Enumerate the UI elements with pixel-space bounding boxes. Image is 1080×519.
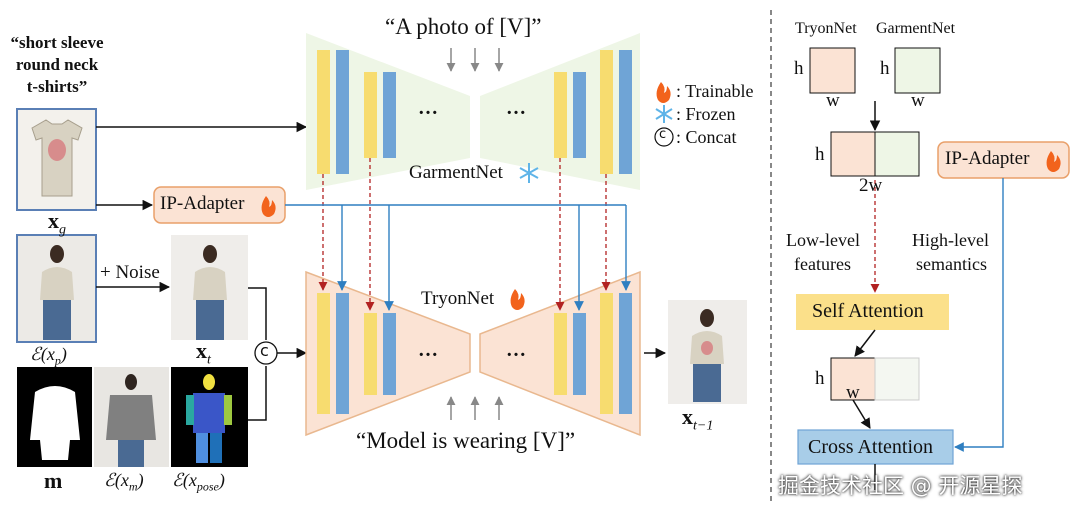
top-prompt: “A photo of [V]”	[385, 14, 542, 39]
two-w-label: 2w	[859, 175, 883, 196]
h-label-4: h	[815, 368, 825, 389]
xg-label: xg	[48, 208, 66, 238]
arrow-to-cross-attn	[852, 399, 871, 429]
ip-adapter-arrows	[285, 204, 631, 311]
mask-shape	[30, 386, 80, 460]
m-label: m	[44, 468, 63, 493]
person-icon	[690, 309, 724, 402]
low-level-line1: Low-level	[786, 230, 860, 250]
garmentnet-blocks	[317, 50, 632, 174]
low-level-line2: features	[794, 254, 851, 274]
densepose-icon	[186, 374, 232, 463]
h-label-1: h	[794, 58, 804, 79]
high-level-line2: semantics	[916, 254, 987, 274]
concat-legend-icon	[654, 127, 674, 147]
fire-icon	[1046, 151, 1061, 172]
split-feature-left	[830, 357, 876, 401]
w-label-3: w	[846, 382, 860, 403]
garmentnet-ellipsis-left: …	[418, 97, 438, 119]
person-icon	[40, 245, 74, 340]
output-label: xt−1	[682, 404, 714, 434]
w-label-2: w	[911, 90, 925, 111]
line-xt-to-concat	[248, 287, 267, 340]
concat-feature-right	[874, 131, 920, 177]
cross-attention-label: Cross Attention	[808, 436, 934, 458]
garment-caption-line2: round neck	[15, 55, 99, 74]
tryonnet-ellipsis-left: …	[418, 339, 438, 361]
self-attention-box	[796, 294, 949, 330]
garmentnet-feature-box	[894, 47, 941, 94]
ip-adapter-label: IP-Adapter	[160, 193, 245, 214]
self-attention-label: Self Attention	[812, 300, 924, 322]
legend-trainable: : Trainable	[676, 81, 754, 101]
right-tryonnet-title: TryonNet	[795, 20, 857, 37]
legend-concat-symbol: c	[659, 127, 667, 142]
garmentnet-label: GarmentNet	[409, 162, 503, 183]
garment-caption-line1: “short sleeve	[10, 33, 104, 52]
xt-label: xt	[196, 338, 211, 368]
w-label-1: w	[826, 90, 840, 111]
high-level-arrow	[954, 178, 1004, 452]
right-garmentnet-title: GarmentNet	[876, 20, 956, 37]
cross-attention-box	[797, 429, 954, 465]
fire-icon	[261, 196, 276, 217]
watermark: 掘金技术社区 @ 开源星探	[778, 474, 1023, 498]
concat-feature-left	[830, 131, 876, 177]
h-label-3: h	[815, 144, 825, 165]
fire-icon	[656, 82, 671, 103]
tshirt-icon	[31, 119, 83, 197]
tryonnet-label: TryonNet	[421, 288, 495, 309]
expose-label: ℰ(xpose)	[172, 470, 225, 494]
exm-label: ℰ(xm)	[104, 470, 144, 494]
snowflake-icon	[655, 105, 673, 123]
line-cond-to-concat	[248, 366, 267, 421]
tryonnet-ellipsis-right: …	[506, 339, 526, 361]
exp-label: ℰ(xp)	[30, 344, 67, 368]
tryonnet-blocks	[317, 293, 632, 414]
right-ip-adapter-label: IP-Adapter	[945, 148, 1030, 169]
person-icon	[193, 245, 227, 340]
legend-concat: : Concat	[676, 127, 737, 147]
garmentnet-ellipsis-right: …	[506, 97, 526, 119]
split-feature-right	[874, 357, 920, 401]
legend-frozen: : Frozen	[676, 104, 736, 124]
tryonnet-feature-box	[809, 47, 856, 94]
agnostic-person-icon	[106, 374, 156, 467]
concat-symbol: c	[260, 341, 269, 360]
high-level-line1: High-level	[912, 230, 989, 250]
h-label-2: h	[880, 58, 890, 79]
garment-caption-line3: t-shirts”	[26, 77, 88, 96]
snowflake-icon	[519, 163, 539, 183]
noise-label: + Noise	[100, 262, 160, 283]
bottom-prompt: “Model is wearing [V]”	[356, 428, 576, 453]
fire-icon	[510, 289, 525, 310]
low-level-feature-arrows	[318, 158, 611, 311]
arrow-self-attn-out	[854, 329, 876, 357]
